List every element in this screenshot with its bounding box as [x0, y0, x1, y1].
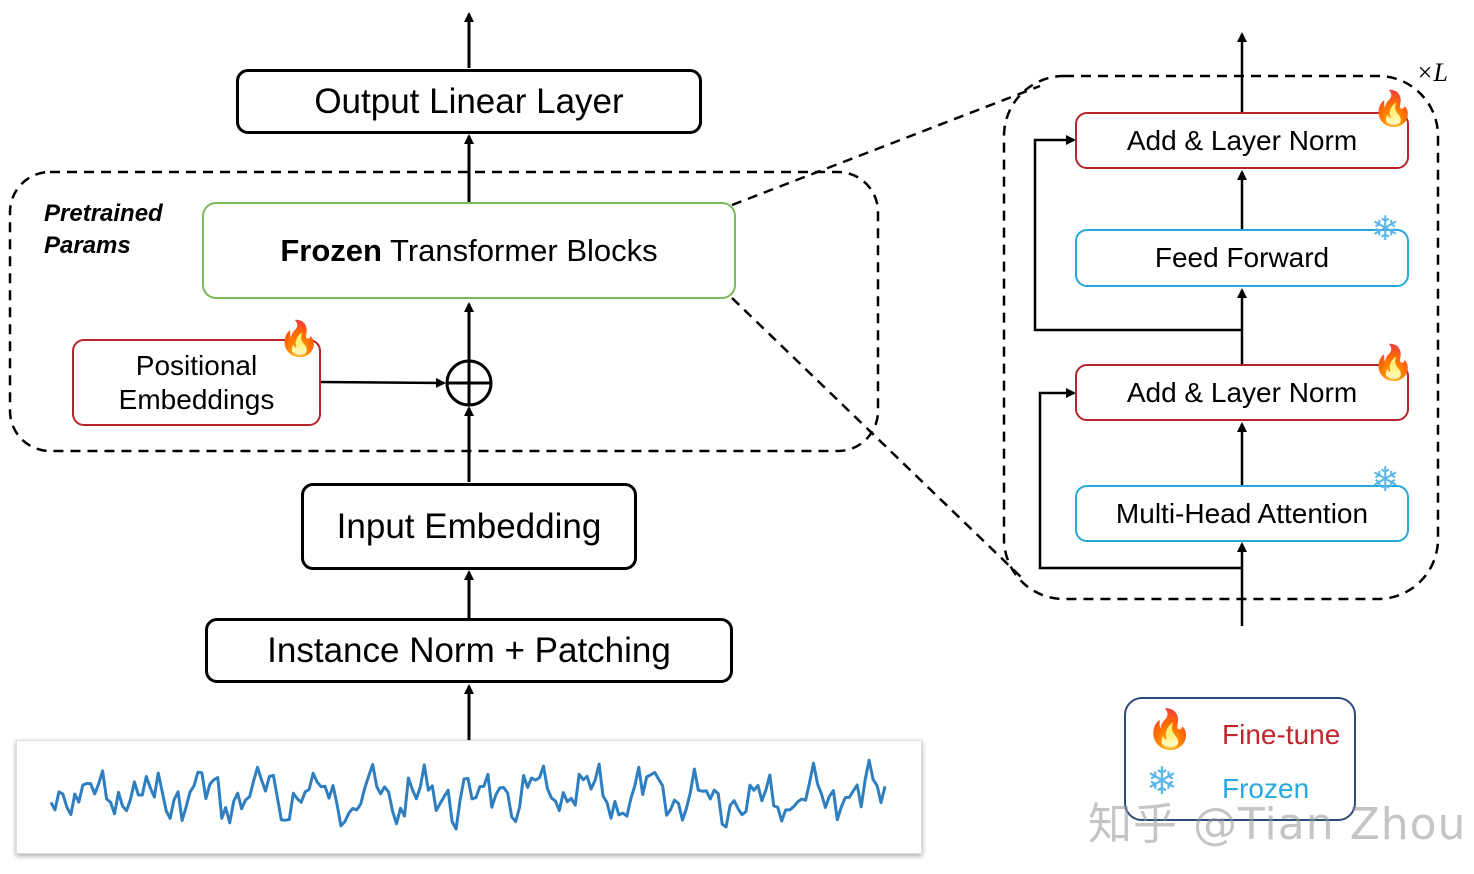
add-layer-norm-bottom-box: Add & Layer Norm	[1075, 364, 1409, 421]
multi-head-attention-label: Multi-Head Attention	[1115, 497, 1369, 529]
instance-norm-label: Instance Norm + Patching	[267, 630, 671, 670]
add-layer-norm-top-label: Add & Layer Norm	[1126, 124, 1358, 156]
add-layer-norm-bottom-label: Add & Layer Norm	[1126, 376, 1358, 408]
pretrained-label-line2: Params	[44, 232, 131, 259]
fire-icon: 🔥	[1372, 344, 1415, 382]
repeat-times-label: ×L	[1416, 58, 1449, 87]
input-embedding-box: Input Embedding	[301, 483, 637, 570]
legend-fine-tune: Fine-tune	[1222, 719, 1341, 750]
fire-icon: 🔥	[1372, 90, 1415, 128]
legend: 🔥 Fine-tune ❄ Frozen	[1124, 697, 1356, 821]
output-linear-layer-label: Output Linear Layer	[314, 81, 624, 121]
multi-head-attention-box: Multi-Head Attention	[1075, 485, 1409, 542]
pretrained-label-line1: Pretrained	[44, 200, 163, 227]
snowflake-icon: ❄	[1146, 761, 1178, 803]
watermark: 知乎 @Tian Zhou	[1088, 799, 1467, 850]
add-layer-norm-top-box: Add & Layer Norm	[1075, 112, 1409, 169]
frozen-transformer-label: Frozen Transformer Blocks	[280, 233, 657, 269]
feed-forward-box: Feed Forward	[1075, 229, 1409, 287]
time-series-plot	[49, 758, 887, 831]
transformer-block-region	[1002, 74, 1440, 601]
pretrained-params-label: Pretrained Params	[44, 198, 163, 262]
positional-line1: Positional	[135, 349, 258, 381]
pretrained-region	[8, 170, 880, 453]
time-series-line	[49, 758, 887, 831]
feed-forward-label: Feed Forward	[1154, 242, 1330, 273]
instance-norm-patching-box: Instance Norm + Patching	[205, 618, 733, 683]
fire-icon: 🔥	[1146, 709, 1194, 751]
frozen-rest-text: Transformer Blocks	[382, 232, 658, 268]
input-embedding-label: Input Embedding	[336, 506, 602, 546]
frozen-transformer-blocks-box: Frozen Transformer Blocks	[202, 202, 736, 299]
fire-icon: 🔥	[278, 320, 321, 358]
snowflake-icon: ❄	[1371, 461, 1400, 499]
positional-line2: Embeddings	[118, 383, 275, 415]
time-series-panel	[16, 740, 922, 854]
output-linear-layer-box: Output Linear Layer	[236, 69, 702, 134]
legend-frozen: Frozen	[1222, 773, 1310, 804]
positional-embeddings-box: Positional Embeddings	[72, 339, 321, 426]
frozen-bold-word: Frozen	[280, 232, 382, 268]
snowflake-icon: ❄	[1371, 210, 1400, 248]
